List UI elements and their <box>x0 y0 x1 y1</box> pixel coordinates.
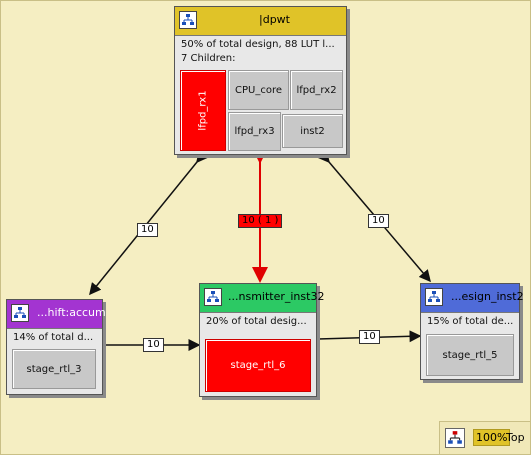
transmitter-module-node[interactable]: ...nsmitter_inst32 20% of total desig...… <box>199 283 324 397</box>
child-lfpd-rx1-label: lfpd_rx1 <box>197 90 209 131</box>
hierarchy-icon <box>179 11 197 29</box>
edge-label-top-rx: 10 <box>368 214 389 228</box>
hierarchy-icon <box>11 304 29 322</box>
child-inst2[interactable]: inst2 <box>282 114 343 148</box>
child-stage-rtl-6[interactable]: stage_rtl_6 <box>205 339 311 392</box>
top-module-summary: 50% of total design, 88 LUT l... <box>181 39 335 50</box>
receiver-module-header[interactable]: ...esign_inst2 <box>421 284 524 313</box>
receiver-module-summary: 15% of total de... <box>427 316 514 327</box>
top-module-header[interactable]: |dpwt <box>175 7 346 36</box>
zoom-percent[interactable]: 100% <box>473 429 511 446</box>
top-module-children-label: 7 Children: <box>181 53 236 64</box>
edge-label-tx-rx: 10 <box>359 330 380 344</box>
child-stage-rtl-5[interactable]: stage_rtl_5 <box>426 334 514 376</box>
accum-module-header[interactable]: ...hift:accum <box>7 300 106 329</box>
receiver-module-node[interactable]: ...esign_inst2 15% of total de... stage_… <box>420 283 524 380</box>
transmitter-module-header[interactable]: ...nsmitter_inst32 <box>200 284 324 313</box>
transmitter-module-summary: 20% of total desig... <box>206 316 307 327</box>
edge-label-top-accum: 10 <box>137 223 158 237</box>
transmitter-module-title: ...nsmitter_inst32 <box>228 290 325 303</box>
accum-module-title: ...hift:accum <box>37 306 106 319</box>
child-lfpd-rx1[interactable]: lfpd_rx1 <box>180 70 226 151</box>
child-cpu-core[interactable]: CPU_core <box>228 70 289 110</box>
accum-module-node[interactable]: ...hift:accum 14% of total d... stage_rt… <box>6 299 106 395</box>
child-stage-rtl-3[interactable]: stage_rtl_3 <box>12 349 96 389</box>
edge-label-top-tx: 10 ( 1 ) <box>238 214 283 228</box>
hierarchy-icon[interactable] <box>445 428 465 448</box>
child-lfpd-rx2[interactable]: lfpd_rx2 <box>290 70 343 110</box>
receiver-module-title: ...esign_inst2 <box>451 290 524 303</box>
zoom-control[interactable]: 100% Top <box>439 421 531 455</box>
edge-label-accum-tx: 10 <box>143 338 164 352</box>
hierarchy-icon <box>204 288 222 306</box>
hierarchy-icon <box>425 288 443 306</box>
child-lfpd-rx3[interactable]: lfpd_rx3 <box>228 112 281 151</box>
accum-module-summary: 14% of total d... <box>13 332 94 343</box>
top-module-title: |dpwt <box>259 13 290 26</box>
zoom-top-label: Top <box>506 431 525 444</box>
top-module-node[interactable]: |dpwt 50% of total design, 88 LUT l... 7… <box>174 6 347 155</box>
